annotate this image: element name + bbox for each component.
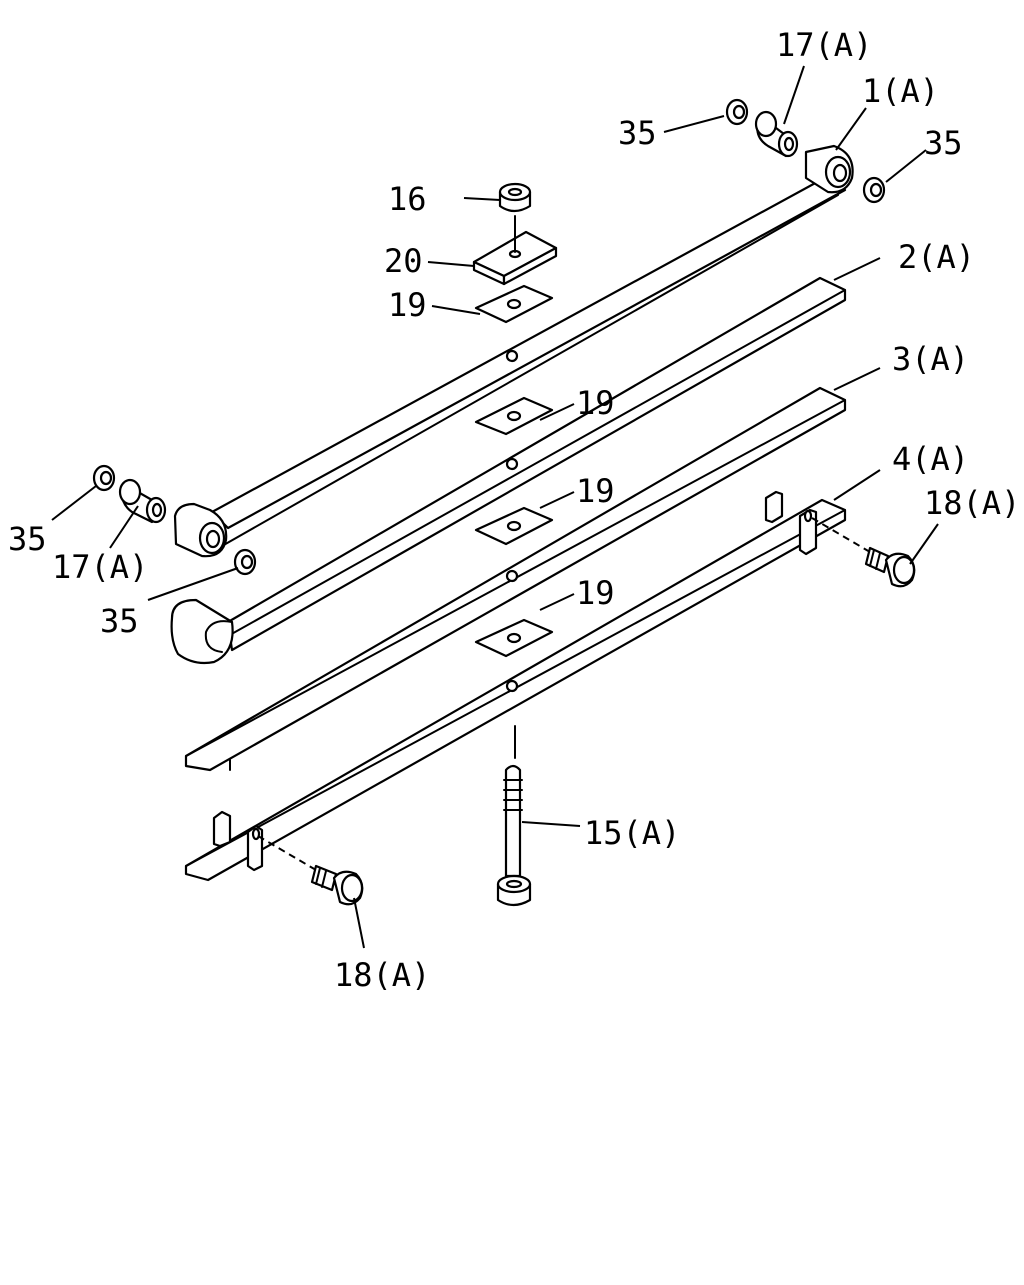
label-17-front: 17(A)	[52, 548, 148, 586]
label-3: 3(A)	[892, 340, 969, 378]
spacer-plate-19-leaf1[interactable]	[474, 396, 554, 436]
washer-35-front-inner[interactable]	[233, 548, 257, 576]
label-35-front-inner: 35	[100, 602, 139, 640]
plate-20[interactable]	[472, 230, 558, 286]
nut-16[interactable]	[498, 182, 532, 253]
label-19-top: 19	[388, 286, 427, 324]
washer-35-rear-outer[interactable]	[725, 98, 749, 126]
leaf-2-wrapped-eye	[170, 598, 234, 665]
leaf-1-front-eye	[173, 502, 228, 558]
leader-lines	[51, 65, 939, 949]
leaf-spring-4[interactable]	[184, 498, 847, 882]
label-20: 20	[384, 242, 423, 280]
label-16: 16	[388, 180, 427, 218]
label-17-rear: 17(A)	[776, 26, 872, 64]
label-1: 1(A)	[862, 72, 939, 110]
bushing-17-rear[interactable]	[754, 110, 799, 158]
clip-bolt-18-front[interactable]	[257, 835, 364, 906]
bushing-17-front[interactable]	[118, 478, 167, 524]
spacer-plate-19-leaf2[interactable]	[474, 506, 554, 546]
clip-bolt-18-rear[interactable]	[811, 517, 916, 588]
label-35-rear-outer: 35	[618, 114, 657, 152]
label-19-leaf2: 19	[576, 472, 615, 510]
label-19-leaf1: 19	[576, 384, 615, 422]
center-bolt-15[interactable]	[496, 725, 532, 907]
leaf-spring-2[interactable]	[226, 276, 847, 652]
label-35-rear-inner: 35	[924, 124, 963, 162]
leaf-spring-3[interactable]	[184, 386, 847, 772]
spacer-plate-19-leaf3[interactable]	[474, 618, 554, 658]
label-18-rear: 18(A)	[924, 484, 1020, 522]
leaf-4-rear-clip	[764, 490, 818, 556]
spacer-plate-19-top[interactable]	[474, 284, 554, 324]
leaf-spring-1[interactable]	[210, 173, 847, 547]
label-4: 4(A)	[892, 440, 969, 478]
leaf-1-rear-eye	[804, 144, 854, 194]
label-18-front: 18(A)	[334, 956, 430, 994]
label-35-front-outer: 35	[8, 520, 47, 558]
washer-35-rear-inner[interactable]	[862, 176, 886, 204]
label-15: 15(A)	[584, 814, 680, 852]
label-19-leaf3: 19	[576, 574, 615, 612]
label-2: 2(A)	[898, 238, 975, 276]
washer-35-front-outer[interactable]	[92, 464, 116, 492]
